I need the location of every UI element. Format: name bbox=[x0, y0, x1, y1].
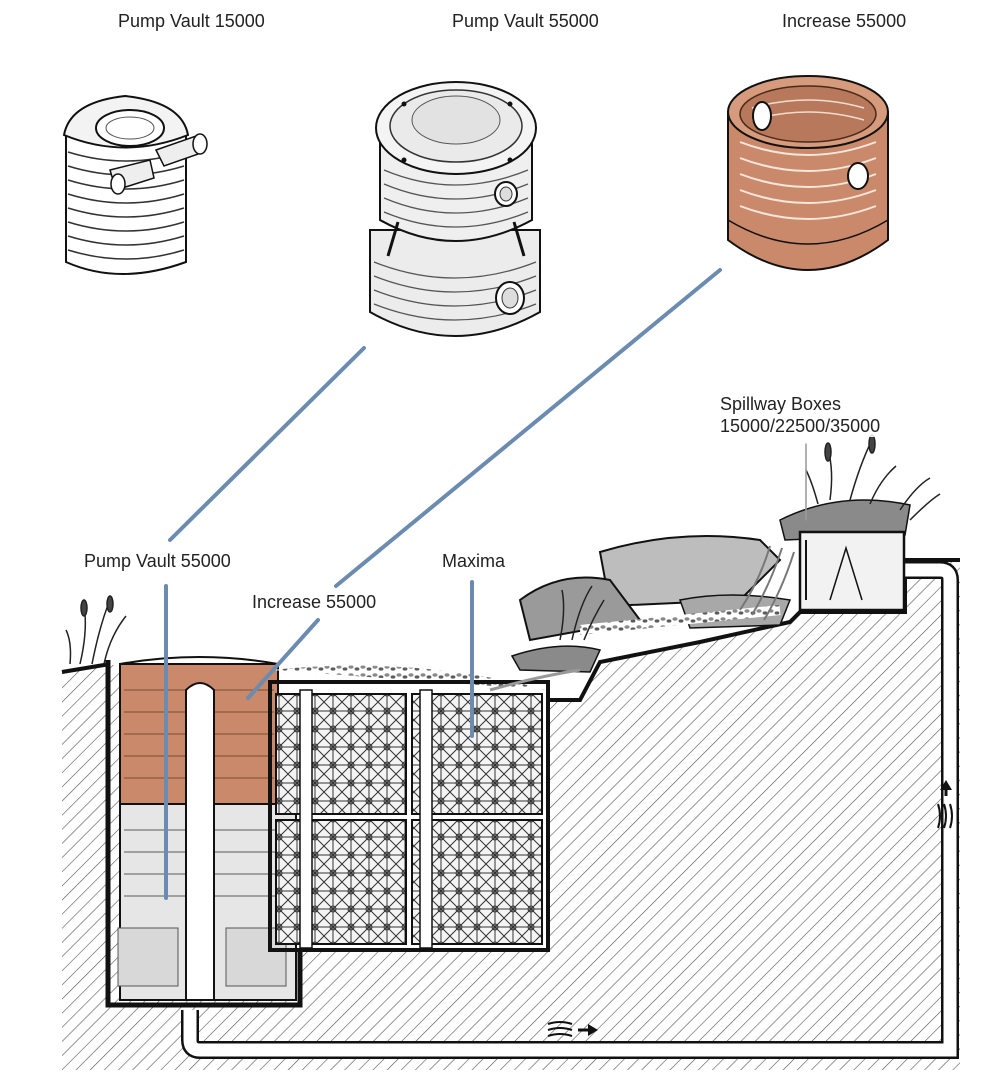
flow-right-arrow-icon bbox=[547, 1021, 598, 1037]
leader-pump-vault-top bbox=[168, 346, 366, 542]
stream-rocks bbox=[489, 535, 795, 692]
plants-spillway bbox=[805, 434, 941, 521]
flow-up-arrow-icon bbox=[937, 780, 953, 829]
callout-increase-55000: Increase 55000 bbox=[250, 591, 379, 613]
pump-vault-55000-illustration bbox=[369, 81, 541, 337]
return-pipe bbox=[181, 561, 959, 1059]
pump-vault-in-ground bbox=[105, 656, 303, 1008]
header-label-increase-55000: Increase 55000 bbox=[782, 11, 907, 31]
pump-vault-15000-illustration bbox=[62, 94, 208, 275]
header-label-pump-vault-55000: Pump Vault 55000 bbox=[452, 11, 599, 31]
increase-55000-illustration bbox=[727, 75, 889, 271]
leader-increase-top bbox=[334, 268, 722, 588]
spillway-box bbox=[779, 499, 911, 612]
plants-pond bbox=[559, 585, 605, 641]
leader-lines bbox=[164, 268, 807, 900]
callout-spillway-line1: Spillway Boxes bbox=[718, 393, 844, 415]
callout-pump-vault-55000: Pump Vault 55000 bbox=[82, 550, 233, 572]
header-label-pump-vault-15000: Pump Vault 15000 bbox=[118, 11, 265, 31]
callout-spillway-line2: 15000/22500/35000 bbox=[718, 415, 883, 437]
plants-left bbox=[65, 595, 127, 665]
callout-maxima: Maxima bbox=[440, 550, 508, 572]
leader-increase-in-ground bbox=[246, 618, 320, 700]
maxima-blocks bbox=[268, 665, 550, 952]
